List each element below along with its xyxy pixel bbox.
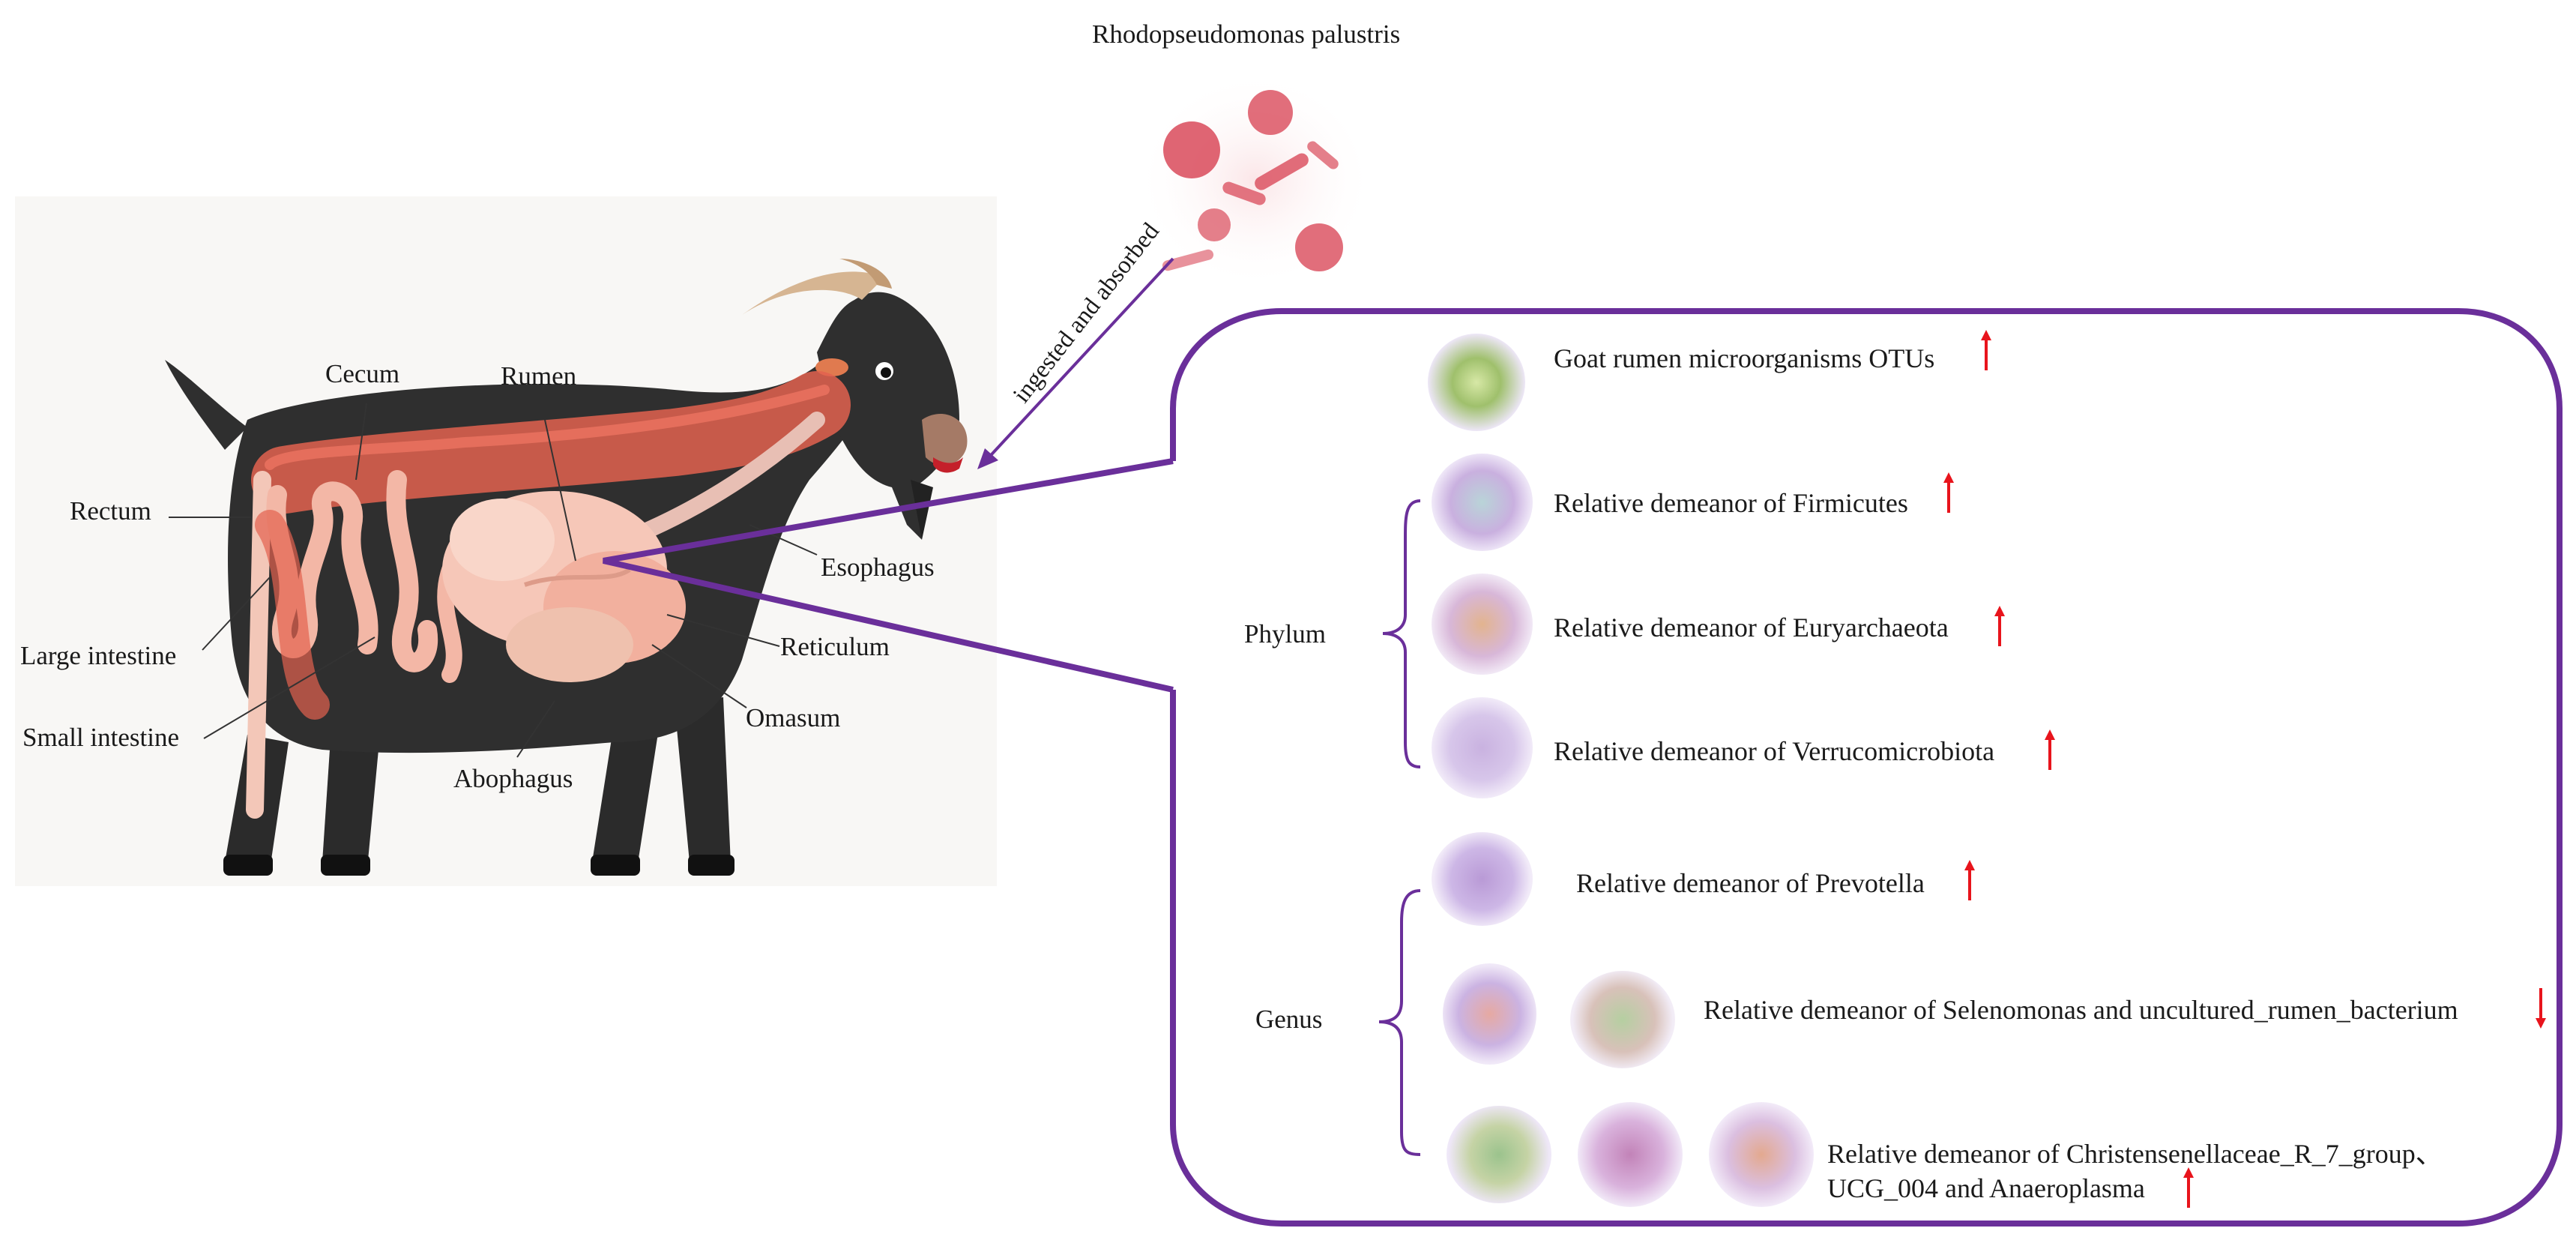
trend-up-icon bbox=[1994, 606, 2005, 646]
bacteria-cluster-illustration bbox=[1135, 71, 1375, 289]
label-reticulum: Reticulum bbox=[780, 632, 890, 661]
label-large-intestine: Large intestine bbox=[20, 641, 177, 670]
firmicutes-microbe-icon bbox=[1432, 454, 1533, 551]
label-rectum: Rectum bbox=[70, 496, 151, 526]
otus-text: Goat rumen microorganisms OTUs bbox=[1554, 343, 1935, 373]
genus-brace bbox=[1378, 889, 1421, 1156]
genus-prevotella-text: Relative demeanor of Prevotella bbox=[1576, 868, 1925, 898]
label-abophagus: Abophagus bbox=[453, 764, 573, 793]
phylum-firmicutes-text: Relative demeanor of Firmicutes bbox=[1554, 488, 1908, 518]
goat-horn bbox=[742, 271, 884, 315]
goat-tail bbox=[165, 360, 247, 450]
label-rumen: Rumen bbox=[501, 361, 577, 391]
trend-up-icon bbox=[1943, 472, 1954, 513]
phylum-brace bbox=[1382, 499, 1421, 768]
trend-down-icon bbox=[2536, 988, 2546, 1029]
genus-christensenellaceae-text-line2: UCG_004 and Anaeroplasma bbox=[1827, 1173, 2145, 1203]
stomach-organs bbox=[442, 491, 686, 682]
uncultured-bacterium-icon bbox=[1570, 971, 1675, 1068]
trend-up-icon bbox=[2045, 729, 2055, 770]
goat-nose bbox=[922, 414, 968, 466]
goat-head bbox=[817, 292, 959, 540]
christensenellaceae-microbe-icon bbox=[1447, 1106, 1551, 1203]
phylum-euryarchaeota-text: Relative demeanor of Euryarchaeota bbox=[1554, 613, 1949, 642]
otu-microbe-icon bbox=[1428, 334, 1525, 431]
trend-up-icon bbox=[1964, 860, 1975, 900]
ingestion-arrow bbox=[977, 257, 1174, 469]
ucg004-microbe-icon bbox=[1578, 1102, 1683, 1207]
genus-selenomonas-text: Relative demeanor of Selenomonas and unc… bbox=[1704, 995, 2458, 1025]
verrucomicrobiota-microbe-icon bbox=[1432, 697, 1533, 798]
goat-anatomy-illustration bbox=[165, 259, 968, 876]
phylum-verrucomicrobiota-text: Relative demeanor of Verrucomicrobiota bbox=[1554, 736, 1995, 766]
label-omasum: Omasum bbox=[746, 703, 841, 732]
anaeroplasma-microbe-icon bbox=[1709, 1102, 1814, 1207]
label-esophagus: Esophagus bbox=[821, 553, 935, 582]
euryarchaeota-microbe-icon bbox=[1432, 574, 1533, 675]
source-title: Rhodopseudomonas palustris bbox=[1092, 19, 1401, 49]
genus-label: Genus bbox=[1255, 1005, 1323, 1034]
digestive-tract bbox=[246, 371, 851, 819]
trend-up-icon bbox=[1981, 330, 1991, 370]
genus-christensenellaceae-text-line1: Relative demeanor of Christensenellaceae… bbox=[1827, 1139, 2443, 1169]
trend-up-icon bbox=[2183, 1167, 2194, 1208]
prevotella-microbe-icon bbox=[1432, 832, 1533, 926]
phylum-label: Phylum bbox=[1244, 619, 1326, 648]
selenomonas-microbe-icon bbox=[1443, 963, 1536, 1065]
label-small-intestine: Small intestine bbox=[22, 723, 180, 752]
label-cecum: Cecum bbox=[325, 359, 400, 388]
label-leader-lines bbox=[169, 403, 818, 758]
